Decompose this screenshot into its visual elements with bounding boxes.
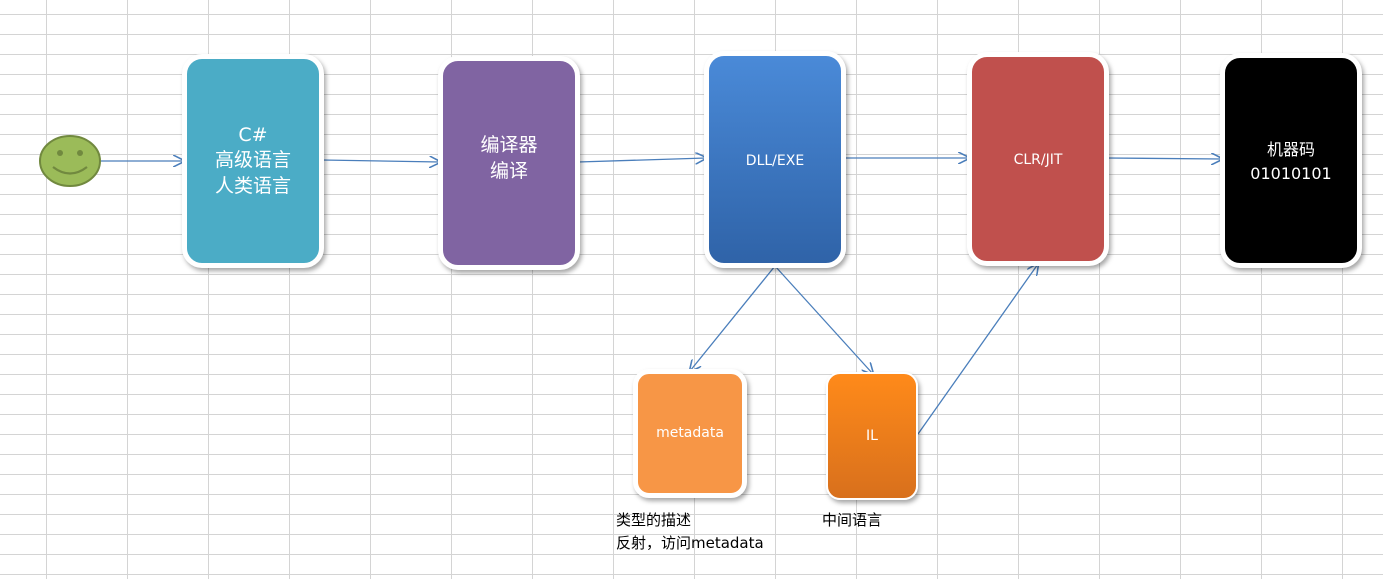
compiler-node: 编译器 编译 [438,56,580,270]
source-line-2: 高级语言 [214,149,291,172]
arrow-compiler-to-dll [577,158,706,162]
source-line-1: C# [238,123,268,146]
metadata-node: metadata [633,369,747,498]
clr-jit-node: CLR/JIT [967,52,1109,266]
machine-line-1: 机器码 [1266,140,1315,159]
smiley-face-icon [39,135,101,187]
arrow-source-to-compiler [321,160,440,162]
il-label: IL [866,427,878,444]
machine-code-node: 机器码 01010101 [1220,53,1362,268]
source-line-3: 人类语言 [214,174,291,197]
il-node: IL [826,372,918,500]
source-language-node: C# 高级语言 人类语言 [182,54,324,268]
machine-line-2: 01010101 [1250,164,1332,183]
dll-exe-label: DLL/EXE [745,153,805,169]
clr-jit-label: CLR/JIT [1013,152,1063,168]
metadata-caption-line-2: 反射，访问metadata [616,534,764,552]
arrow-clr-to-machine [1106,158,1222,159]
il-caption-line-1: 中间语言 [822,511,883,529]
metadata-caption: 类型的描述 反射，访问metadata [616,509,764,555]
arrow-dll-to-il [774,265,873,374]
compiler-line-1: 编译器 [480,134,538,156]
compiler-line-2: 编译 [489,159,528,182]
arrow-dll-to-metadata [690,265,776,371]
il-caption: 中间语言 [822,509,882,532]
metadata-label: metadata [656,425,724,442]
dll-exe-node: DLL/EXE [704,51,846,268]
arrow-il-to-clr [917,264,1038,435]
metadata-caption-line-1: 类型的描述 [616,511,692,529]
